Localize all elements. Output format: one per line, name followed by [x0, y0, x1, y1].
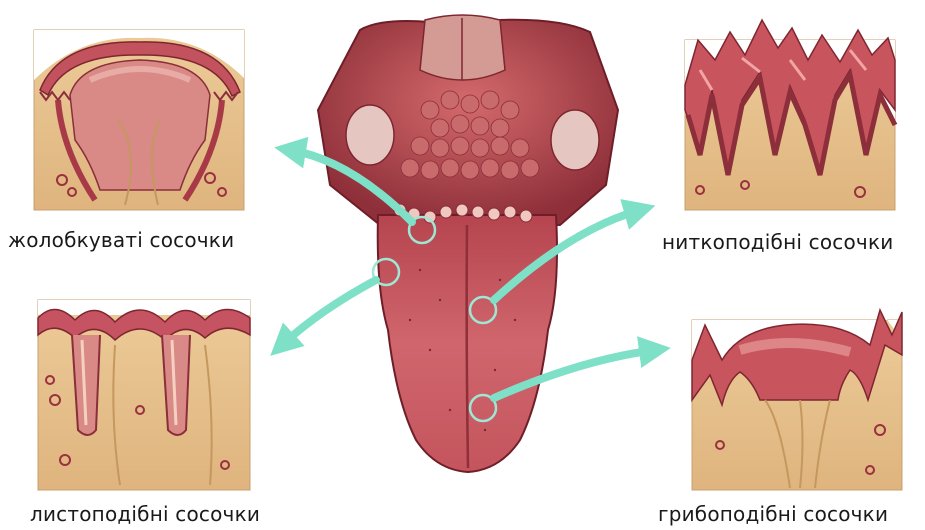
label-fungiform-papillae: грибоподібні сосочки [658, 502, 888, 526]
filiform-papillae-illustration [685, 20, 895, 210]
foliate-papillae-illustration [38, 300, 250, 490]
label-circumvallate-papillae: жолобкуваті сосочки [8, 228, 234, 252]
arrow-to-foliate [282, 280, 376, 345]
label-foliate-papillae: листоподібні сосочки [30, 502, 260, 526]
fungiform-papilla-illustration [692, 310, 902, 490]
label-filiform-papillae: ниткоподібні сосочки [662, 230, 893, 254]
circumvallate-papilla-illustration [34, 30, 244, 210]
